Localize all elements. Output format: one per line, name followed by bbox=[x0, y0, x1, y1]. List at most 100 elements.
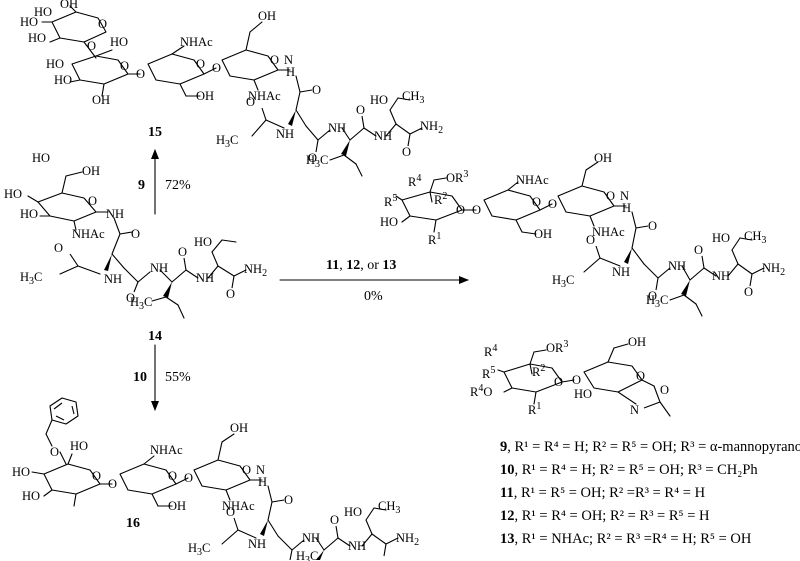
svg-text:O: O bbox=[168, 469, 177, 483]
svg-text:O: O bbox=[120, 59, 129, 73]
svg-text:O: O bbox=[131, 227, 140, 241]
svg-text:HO: HO bbox=[46, 57, 64, 71]
svg-text:HO: HO bbox=[34, 5, 52, 19]
svg-text:O: O bbox=[330, 513, 339, 527]
svg-text:H3C: H3C bbox=[130, 295, 152, 312]
svg-text:NH2: NH2 bbox=[762, 261, 785, 278]
svg-text:H: H bbox=[622, 201, 631, 215]
svg-text:O: O bbox=[87, 39, 96, 53]
svg-text:H3C: H3C bbox=[306, 153, 328, 170]
substituent-key: 9, R¹ = R⁴ = H; R² = R⁵ = OH; R³ = α-man… bbox=[500, 439, 800, 547]
svg-text:NH: NH bbox=[104, 272, 122, 286]
svg-text:CH3: CH3 bbox=[378, 499, 400, 516]
svg-text:H3C: H3C bbox=[216, 133, 238, 150]
svg-text:O: O bbox=[456, 203, 465, 217]
definition-12: 12, R¹ = R⁴ = OH; R² = R³ = R⁵ = H bbox=[500, 508, 710, 524]
compound-14-structure bbox=[27, 171, 247, 319]
svg-text:O: O bbox=[586, 233, 595, 247]
svg-text:R5: R5 bbox=[482, 365, 495, 381]
svg-text:HO: HO bbox=[54, 73, 72, 87]
svg-text:R1: R1 bbox=[528, 401, 541, 417]
svg-text:HO: HO bbox=[28, 31, 46, 45]
svg-text:O: O bbox=[270, 53, 279, 67]
svg-text:NHAc: NHAc bbox=[72, 227, 105, 241]
svg-text:O: O bbox=[98, 17, 107, 31]
svg-text:HO: HO bbox=[4, 187, 22, 201]
svg-text:O: O bbox=[648, 219, 657, 233]
svg-text:N: N bbox=[256, 463, 265, 477]
svg-text:O: O bbox=[88, 194, 97, 208]
svg-text:H3C: H3C bbox=[646, 293, 668, 310]
svg-text:NH2: NH2 bbox=[244, 262, 267, 279]
svg-text:NHAc: NHAc bbox=[248, 89, 281, 103]
svg-text:OH: OH bbox=[258, 9, 276, 23]
product-atom-labels: R4 OR3 R5 R2 HO O R1 O NHAc O OH O OH O … bbox=[380, 151, 785, 310]
svg-text:O: O bbox=[178, 245, 187, 259]
svg-text:O: O bbox=[108, 477, 117, 491]
svg-text:O: O bbox=[472, 203, 481, 217]
svg-text:O: O bbox=[126, 291, 135, 305]
svg-text:O: O bbox=[226, 287, 235, 301]
svg-text:HO: HO bbox=[20, 207, 38, 221]
compound-15-atom-labels: HO OH HO HO O O HO HO HO O O OH NHAc O O… bbox=[20, 0, 443, 170]
svg-text:NHAc: NHAc bbox=[516, 173, 549, 187]
svg-text:NHAc: NHAc bbox=[592, 225, 625, 239]
svg-text:O: O bbox=[308, 151, 317, 165]
svg-text:O: O bbox=[184, 471, 193, 485]
svg-text:OH: OH bbox=[196, 89, 214, 103]
svg-text:N: N bbox=[284, 53, 293, 67]
svg-text:O: O bbox=[356, 103, 365, 117]
svg-text:OR3: OR3 bbox=[546, 339, 568, 355]
svg-text:R2: R2 bbox=[434, 191, 447, 207]
svg-text:OH: OH bbox=[534, 227, 552, 241]
svg-text:O: O bbox=[284, 493, 293, 507]
svg-text:HO: HO bbox=[20, 15, 38, 29]
svg-text:O: O bbox=[136, 67, 145, 81]
svg-text:H: H bbox=[258, 475, 267, 489]
svg-text:NHAc: NHAc bbox=[150, 443, 183, 457]
arrow-up-reagent: 9 bbox=[138, 178, 145, 193]
svg-text:R1: R1 bbox=[428, 231, 441, 247]
svg-text:O: O bbox=[694, 243, 703, 257]
svg-text:O: O bbox=[572, 373, 581, 387]
svg-text:NH: NH bbox=[276, 127, 294, 141]
svg-text:O: O bbox=[242, 463, 251, 477]
svg-text:N: N bbox=[620, 189, 629, 203]
svg-text:NH: NH bbox=[196, 271, 214, 285]
svg-text:NH: NH bbox=[248, 537, 266, 551]
svg-text:OH: OH bbox=[230, 421, 248, 435]
svg-text:O: O bbox=[636, 369, 645, 383]
compound-15-structure bbox=[41, 5, 423, 177]
svg-text:OH: OH bbox=[92, 93, 110, 107]
svg-text:NH: NH bbox=[302, 531, 320, 545]
svg-text:O: O bbox=[548, 197, 557, 211]
compound-14-atom-labels: HO HO OH HO O NH NHAc O O H3C NH O NH H3… bbox=[4, 151, 267, 312]
svg-text:H3C: H3C bbox=[188, 541, 210, 558]
arrow-down-reagent: 10 bbox=[133, 370, 147, 385]
definition-10: 10, R¹ = R⁴ = H; R² = R⁵ = OH; R³ = CH₂P… bbox=[500, 462, 758, 478]
compound-16-structure bbox=[31, 397, 399, 561]
svg-text:NH2: NH2 bbox=[420, 119, 443, 136]
svg-text:O: O bbox=[532, 195, 541, 209]
svg-text:OH: OH bbox=[60, 0, 78, 11]
svg-text:HO: HO bbox=[574, 387, 592, 401]
svg-text:R4: R4 bbox=[484, 343, 497, 359]
product-structure bbox=[395, 161, 765, 317]
arrow-right-yield: 0% bbox=[364, 289, 383, 304]
svg-text:HO: HO bbox=[22, 489, 40, 503]
svg-text:O: O bbox=[554, 375, 563, 389]
svg-text:OH: OH bbox=[628, 335, 646, 349]
svg-text:H3C: H3C bbox=[20, 270, 42, 287]
svg-text:H3C: H3C bbox=[552, 273, 574, 290]
svg-text:NH: NH bbox=[668, 259, 686, 273]
compound-14-label: 14 bbox=[148, 329, 162, 344]
svg-text:O: O bbox=[226, 505, 235, 519]
svg-text:CH3: CH3 bbox=[744, 229, 766, 246]
compound-16-label: 16 bbox=[126, 516, 140, 531]
compound-16-atom-labels: O HO HO HO O O NHAc O OH O OH O H N NHAc… bbox=[12, 421, 419, 561]
svg-text:HO: HO bbox=[712, 231, 730, 245]
svg-text:OR3: OR3 bbox=[446, 169, 468, 185]
svg-text:R5: R5 bbox=[384, 193, 397, 209]
definition-9: 9, R¹ = R⁴ = H; R² = R⁵ = OH; R³ = α-man… bbox=[500, 439, 800, 455]
